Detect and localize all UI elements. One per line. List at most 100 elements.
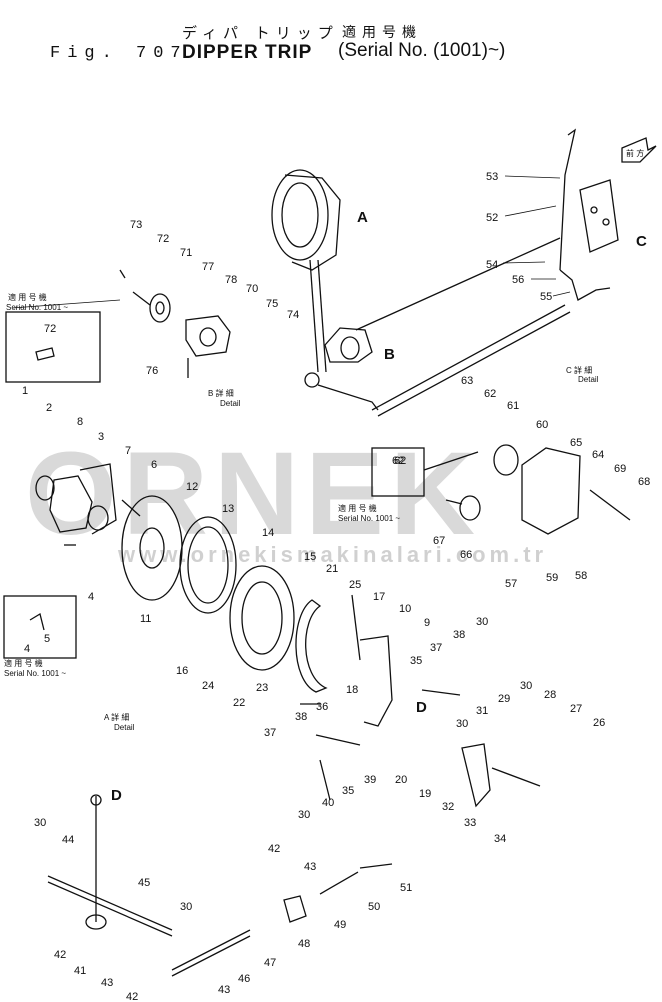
part-2 (49, 475, 93, 533)
callout: 47 (264, 957, 276, 969)
callout: 43 (101, 977, 113, 989)
callout: 23 (256, 682, 268, 694)
callout: 74 (287, 309, 299, 321)
callout: 71 (180, 247, 192, 259)
detail-sub-b: Detail (220, 399, 241, 408)
callout: 18 (346, 684, 358, 696)
callout: 69 (614, 463, 626, 475)
view-letters: A B C D D (111, 209, 647, 804)
callout: 28 (544, 689, 556, 701)
callout: 72 (157, 233, 169, 245)
drawing-lines (3, 128, 657, 977)
callout: 3 (98, 431, 104, 443)
upper-sheave-outer (271, 169, 329, 261)
serial-note-72: Serial No. 1001 ~ (6, 303, 68, 312)
view-letter-d: D (416, 699, 427, 716)
callout: 30 (34, 817, 46, 829)
callout: 16 (176, 665, 188, 677)
part-48 (283, 895, 307, 923)
callout: 9 (424, 617, 430, 629)
part-3 (79, 463, 117, 535)
part-14-drum (229, 565, 295, 671)
callout: 75 (266, 298, 278, 310)
part-31-lever (461, 743, 491, 808)
figure-number: Fig. 707 (50, 44, 188, 63)
watermark-brand: ORNEK (25, 428, 482, 560)
callout: 57 (505, 578, 517, 590)
callout: 51 (400, 882, 412, 894)
detail-label-a: A 詳 細 (104, 712, 129, 722)
callout: 39 (364, 774, 376, 786)
bracket-b (324, 327, 373, 363)
callout: 37 (430, 642, 442, 654)
detail-label-c: C 詳 細 (566, 365, 592, 375)
callouts: 73 72 71 77 78 70 75 74 76 72 53 52 54 5… (22, 171, 650, 1002)
callout: 30 (456, 718, 468, 730)
title-japanese-serial: 適用号機 (342, 25, 422, 41)
callout: 46 (238, 973, 250, 985)
callout: 77 (202, 261, 214, 273)
callout: 78 (225, 274, 237, 286)
callout: 61 (507, 400, 519, 412)
callout: 52 (486, 212, 498, 224)
callout: 34 (494, 833, 506, 845)
callout: 42 (126, 991, 138, 1002)
callout: 26 (593, 717, 605, 729)
callout: 30 (180, 901, 192, 913)
callout: 32 (442, 801, 454, 813)
serial-note-45: Serial No. 1001 ~ (4, 669, 66, 678)
detail-sub-c: Detail (578, 375, 599, 384)
view-letter-c: C (636, 233, 647, 250)
callout: 35 (410, 655, 422, 667)
part-60-plate (521, 447, 581, 535)
callout: 24 (202, 680, 214, 692)
callout: 63 (461, 375, 473, 387)
part-21-band (295, 599, 328, 693)
callout: 35 (342, 785, 354, 797)
callout: 29 (498, 693, 510, 705)
callout: 40 (322, 797, 334, 809)
callout: 6 (151, 459, 157, 471)
detail-label-b: B 詳 細 (208, 388, 234, 398)
callout: 59 (546, 572, 558, 584)
rod-lower (371, 304, 566, 411)
callout: 45 (138, 877, 150, 889)
title-japanese-name: ディパ トリップ (182, 24, 339, 42)
linkage-55 (559, 269, 611, 301)
callout: 55 (540, 291, 552, 303)
callout: 68 (638, 476, 650, 488)
callout: 30 (298, 809, 310, 821)
callout: 72 (44, 323, 56, 335)
callout: 1 (22, 385, 28, 397)
part-70-bracket (185, 315, 231, 357)
callout: 19 (419, 788, 431, 800)
callout: 11 (140, 613, 151, 625)
rod-46 (171, 929, 251, 971)
callout: 66 (460, 549, 472, 561)
callout: 49 (334, 919, 346, 931)
view-letter-a: A (357, 209, 368, 226)
serial-notes: 適 用 号 機 Serial No. 1001 ~ 適 用 号 機 Serial… (4, 148, 644, 678)
cable-upper (355, 237, 561, 331)
callout: 62 (392, 455, 404, 467)
callout: 31 (476, 705, 488, 717)
detail-box-62 (371, 447, 425, 497)
callout: 30 (520, 680, 532, 692)
front-tag: 前 方 (626, 148, 644, 158)
callout: 38 (295, 711, 307, 723)
serial-note-45-jp: 適 用 号 機 (4, 658, 43, 668)
callout: 4 (88, 591, 94, 603)
callout: 13 (222, 503, 234, 515)
callout: 5 (44, 633, 50, 645)
callout: 22 (233, 697, 245, 709)
callout: 21 (326, 563, 338, 575)
callout: 65 (570, 437, 582, 449)
callout: 54 (486, 259, 498, 271)
diagram-title: DIPPER TRIP (182, 42, 313, 63)
upper-sheave-bracket (284, 174, 341, 271)
bracket-52 (579, 179, 619, 253)
callout: 37 (264, 727, 276, 739)
rod-44 (47, 875, 173, 931)
callout: 44 (62, 834, 74, 846)
